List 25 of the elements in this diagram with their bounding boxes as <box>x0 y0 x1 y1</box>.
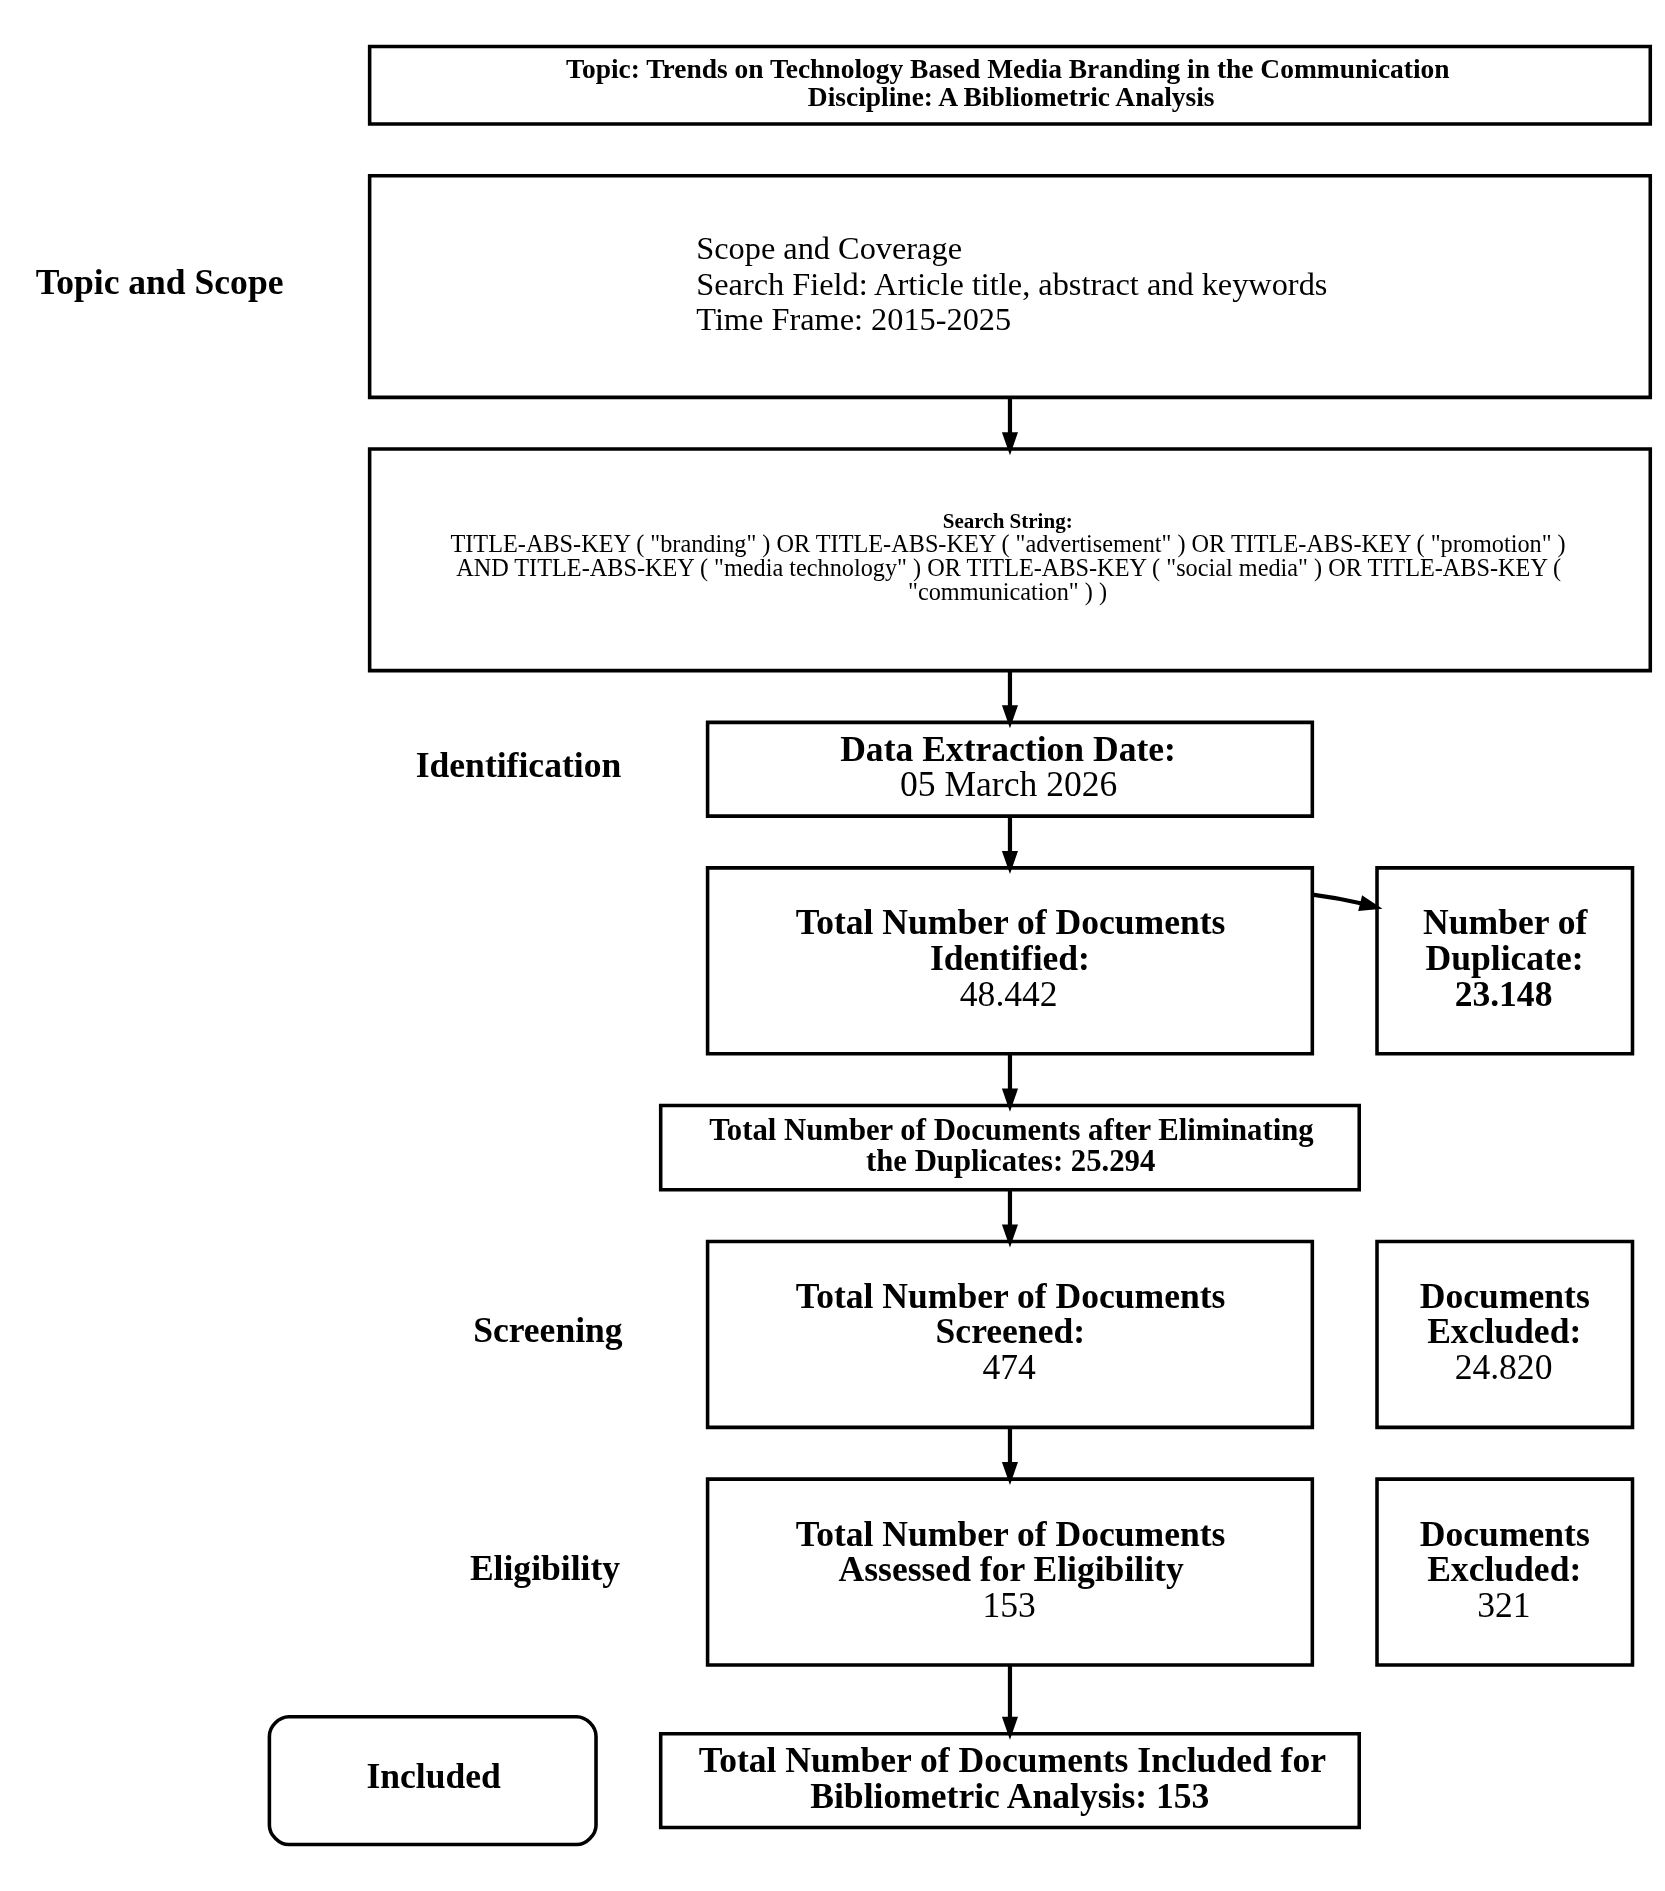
node-box: Total Number of Documents Screened: 474 <box>705 1239 1315 1430</box>
node-box: Total Number of Documents Included for Bibliometric Analysis: 153 <box>658 1732 1361 1830</box>
node-box: Total Number of Documents Assessed for Eligibility 153 <box>705 1477 1315 1667</box>
arrow <box>1312 892 1383 911</box>
node-box: Data Extraction Date: 05 March 2026 <box>705 720 1315 818</box>
label: Identification <box>415 744 622 785</box>
arrow <box>1001 816 1019 874</box>
arrow <box>1001 1665 1019 1740</box>
arrow <box>1001 398 1019 456</box>
node-box: Total Number of Documents Identified: 48.442 <box>705 866 1315 1056</box>
node-box: Topic: Trends on Technology Based Media Branding in the Communication Discipline: A Bibliometric Analysis <box>367 44 1653 126</box>
label: Topic and Scope <box>35 262 284 303</box>
node-box: Search String: TITLE-ABS-KEY ( "branding" ) OR TITLE-ABS-KEY ( "advertisement" ) OR TITLE-ABS-KEY ( "promotion" ) AND TITLE-ABS-KEY ( "media technology" ) OR TITLE-ABS-KEY ( "social media" ) OR TITLE-ABS-KEY ( "communication" ) ) <box>367 447 1653 673</box>
node-box: Scope and Coverage Search Field: Article title, abstract and keywords Time Frame: 2015-2025 <box>367 174 1653 400</box>
node-box: Documents Excluded: 321 <box>1375 1477 1635 1667</box>
node-box: Total Number of Documents after Eliminating the Duplicates: 25.294 <box>658 1103 1361 1192</box>
node-box: Documents Excluded: 24.820 <box>1375 1239 1635 1430</box>
arrow <box>1001 1054 1019 1112</box>
arrow <box>1001 671 1019 729</box>
label: Screening <box>473 1309 623 1350</box>
arrow <box>1001 1428 1019 1486</box>
node-box: Included <box>267 1715 598 1847</box>
node-box: Number of Duplicate: 23.148 <box>1375 866 1635 1056</box>
arrow <box>1001 1189 1019 1248</box>
label: Eligibility <box>469 1547 621 1588</box>
